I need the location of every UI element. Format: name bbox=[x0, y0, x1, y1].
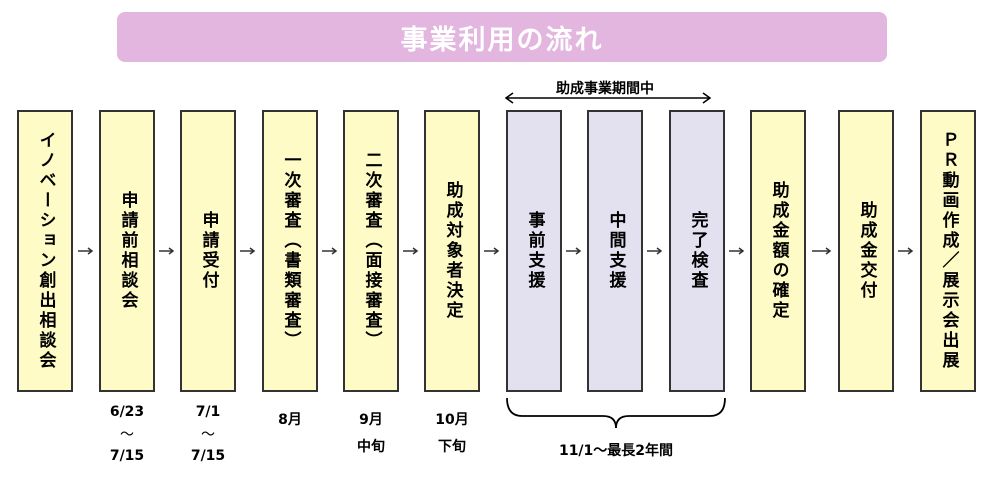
date-line2: 下旬 bbox=[438, 438, 466, 455]
step-label: イノベーション創出相談会 bbox=[35, 131, 56, 371]
step-label: 申請受付 bbox=[198, 211, 219, 291]
date-first-review: 8月 bbox=[255, 412, 325, 429]
step-interim-support: 中間支援 bbox=[587, 110, 643, 392]
step-label: 二次審査（面接審査） bbox=[361, 151, 382, 351]
step-grant-payment: 助成金交付 bbox=[838, 110, 894, 392]
date-pre-application: 6/23 ～ 7/15 bbox=[92, 404, 162, 464]
date-line1: 9月 bbox=[359, 412, 383, 428]
step-pre-application-consultation: 申請前相談会 bbox=[99, 110, 155, 392]
step-label: ＰＲ動画作成／展示会出展 bbox=[938, 131, 959, 371]
step-label: 中間支援 bbox=[605, 211, 626, 291]
date-grantee-decision: 10月 下旬 bbox=[417, 412, 487, 456]
date-from: 7/1 bbox=[195, 404, 221, 420]
date-line1: 8月 bbox=[278, 412, 302, 428]
date-line1: 10月 bbox=[435, 412, 469, 428]
step-label: 助成対象者決定 bbox=[442, 181, 463, 321]
page-title: 事業利用の流れ bbox=[400, 24, 604, 56]
step-application: 申請受付 bbox=[180, 110, 236, 392]
date-separator: ～ bbox=[120, 426, 134, 443]
step-label: 事前支援 bbox=[524, 211, 545, 291]
support-period-label: 11/1～最長2年間 bbox=[558, 443, 674, 459]
step-pre-support: 事前支援 bbox=[506, 110, 562, 392]
step-innovation-consultation: イノベーション創出相談会 bbox=[17, 110, 73, 392]
title-banner: 事業利用の流れ bbox=[117, 12, 887, 62]
step-label: 完了検査 bbox=[687, 211, 708, 291]
date-to: 7/15 bbox=[190, 447, 226, 464]
step-second-review: 二次審査（面接審査） bbox=[343, 110, 399, 392]
step-grantee-decision: 助成対象者決定 bbox=[424, 110, 480, 392]
date-from: 6/23 bbox=[109, 404, 145, 420]
step-amount-confirmation: 助成金額の確定 bbox=[750, 110, 806, 392]
step-first-review: 一次審査（書類審査） bbox=[262, 110, 318, 392]
step-pr-video-exhibition: ＰＲ動画作成／展示会出展 bbox=[920, 110, 976, 392]
step-completion-inspection: 完了検査 bbox=[669, 110, 725, 392]
period-label: 助成事業期間中 bbox=[556, 81, 654, 97]
step-label: 一次審査（書類審査） bbox=[280, 151, 301, 351]
date-line2: 中旬 bbox=[357, 438, 385, 455]
step-label: 助成金交付 bbox=[856, 201, 877, 301]
step-label: 申請前相談会 bbox=[117, 191, 138, 311]
date-application: 7/1 ～ 7/15 bbox=[173, 404, 243, 464]
date-second-review: 9月 中旬 bbox=[336, 412, 406, 456]
date-to: 7/15 bbox=[109, 447, 145, 464]
step-label: 助成金額の確定 bbox=[768, 181, 789, 321]
date-separator: ～ bbox=[201, 426, 215, 443]
